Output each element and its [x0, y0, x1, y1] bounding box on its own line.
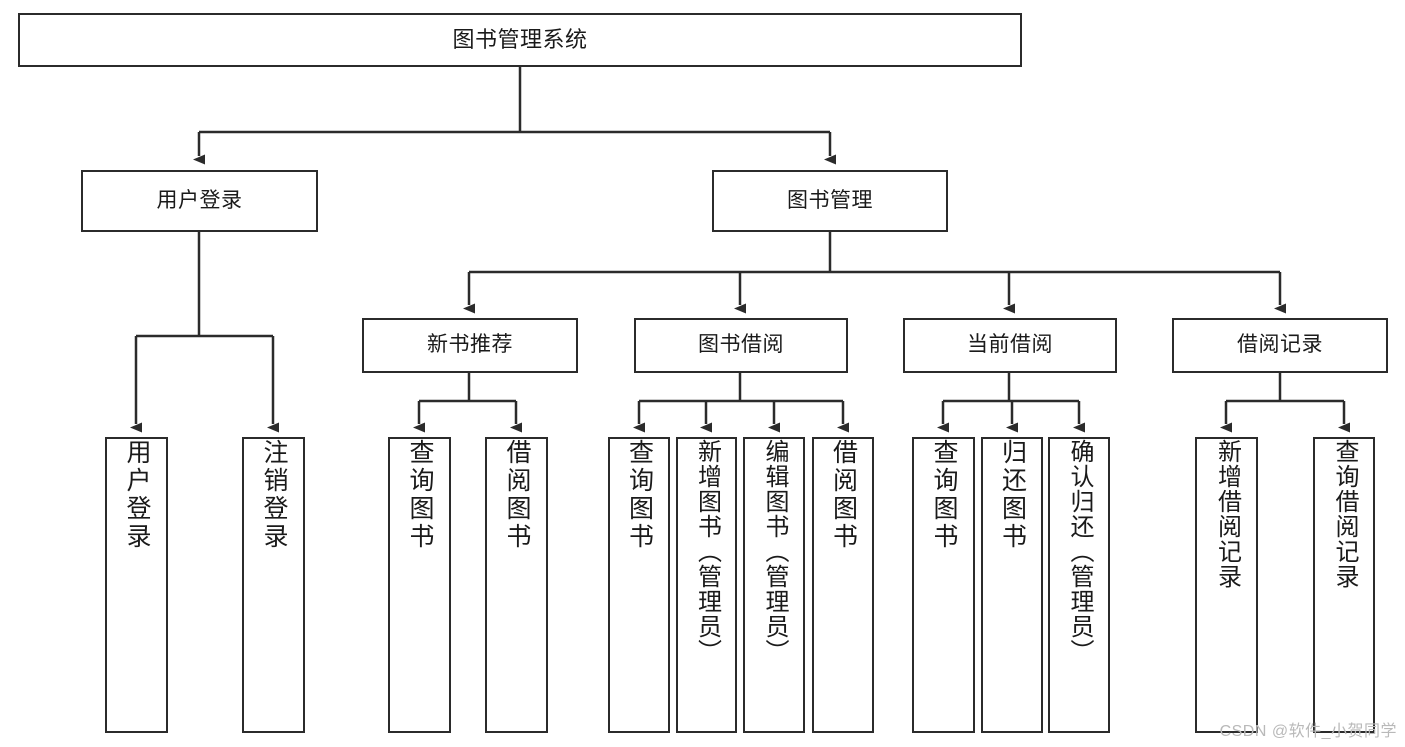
leaf-confirm-return[interactable]: 确认归还（管理员）: [1048, 437, 1110, 733]
node-book-management[interactable]: 图书管理: [712, 170, 948, 232]
node-current-borrow-label: 当前借阅: [967, 333, 1053, 357]
leaf-query-record[interactable]: 查询借阅记录: [1313, 437, 1375, 733]
leaf-borrow-book-1[interactable]: 借阅图书: [485, 437, 548, 733]
node-borrow-record[interactable]: 借阅记录: [1172, 318, 1388, 373]
leaf-user-login[interactable]: 用户登录: [105, 437, 168, 733]
leaf-return-book[interactable]: 归还图书: [981, 437, 1043, 733]
node-borrow-record-label: 借阅记录: [1237, 333, 1323, 357]
leaf-logout-login[interactable]: 注销登录: [242, 437, 305, 733]
leaf-edit-book[interactable]: 编辑图书（管理员）: [743, 437, 805, 733]
leaf-user-login-label: 用户登录: [123, 439, 151, 551]
leaf-return-book-label: 归还图书: [998, 439, 1027, 551]
node-new-book-recommend-label: 新书推荐: [427, 333, 513, 357]
leaf-borrow-book-2-label: 借阅图书: [829, 439, 858, 551]
leaf-add-record[interactable]: 新增借阅记录: [1195, 437, 1258, 733]
node-root[interactable]: 图书管理系统: [18, 13, 1022, 67]
node-book-borrow[interactable]: 图书借阅: [634, 318, 848, 373]
node-new-book-recommend[interactable]: 新书推荐: [362, 318, 578, 373]
leaf-query-book-2[interactable]: 查询图书: [608, 437, 670, 733]
node-book-borrow-label: 图书借阅: [698, 333, 784, 357]
leaf-query-book-1-label: 查询图书: [406, 439, 434, 551]
leaf-add-book[interactable]: 新增图书（管理员）: [676, 437, 737, 733]
leaf-query-book-2-label: 查询图书: [625, 439, 654, 551]
leaf-edit-book-label: 编辑图书（管理员）: [761, 439, 788, 664]
leaf-borrow-book-1-label: 借阅图书: [503, 439, 531, 551]
leaf-query-book-3-label: 查询图书: [930, 439, 958, 551]
node-book-management-label: 图书管理: [787, 188, 873, 212]
watermark-text: CSDN @软件_小贺同学: [1219, 723, 1397, 740]
leaf-query-book-3[interactable]: 查询图书: [912, 437, 975, 733]
node-root-label: 图书管理系统: [452, 27, 588, 53]
leaf-query-record-label: 查询借阅记录: [1331, 439, 1358, 589]
leaf-borrow-book-2[interactable]: 借阅图书: [812, 437, 874, 733]
leaf-query-book-1[interactable]: 查询图书: [388, 437, 451, 733]
leaf-confirm-return-label: 确认归还（管理员）: [1066, 439, 1093, 664]
node-current-borrow[interactable]: 当前借阅: [903, 318, 1117, 373]
leaf-logout-login-label: 注销登录: [260, 439, 288, 551]
node-user-login[interactable]: 用户登录: [81, 170, 318, 232]
node-user-login-label: 用户登录: [156, 188, 243, 212]
leaf-add-record-label: 新增借阅记录: [1213, 439, 1241, 589]
leaf-add-book-label: 新增图书（管理员）: [693, 439, 721, 664]
